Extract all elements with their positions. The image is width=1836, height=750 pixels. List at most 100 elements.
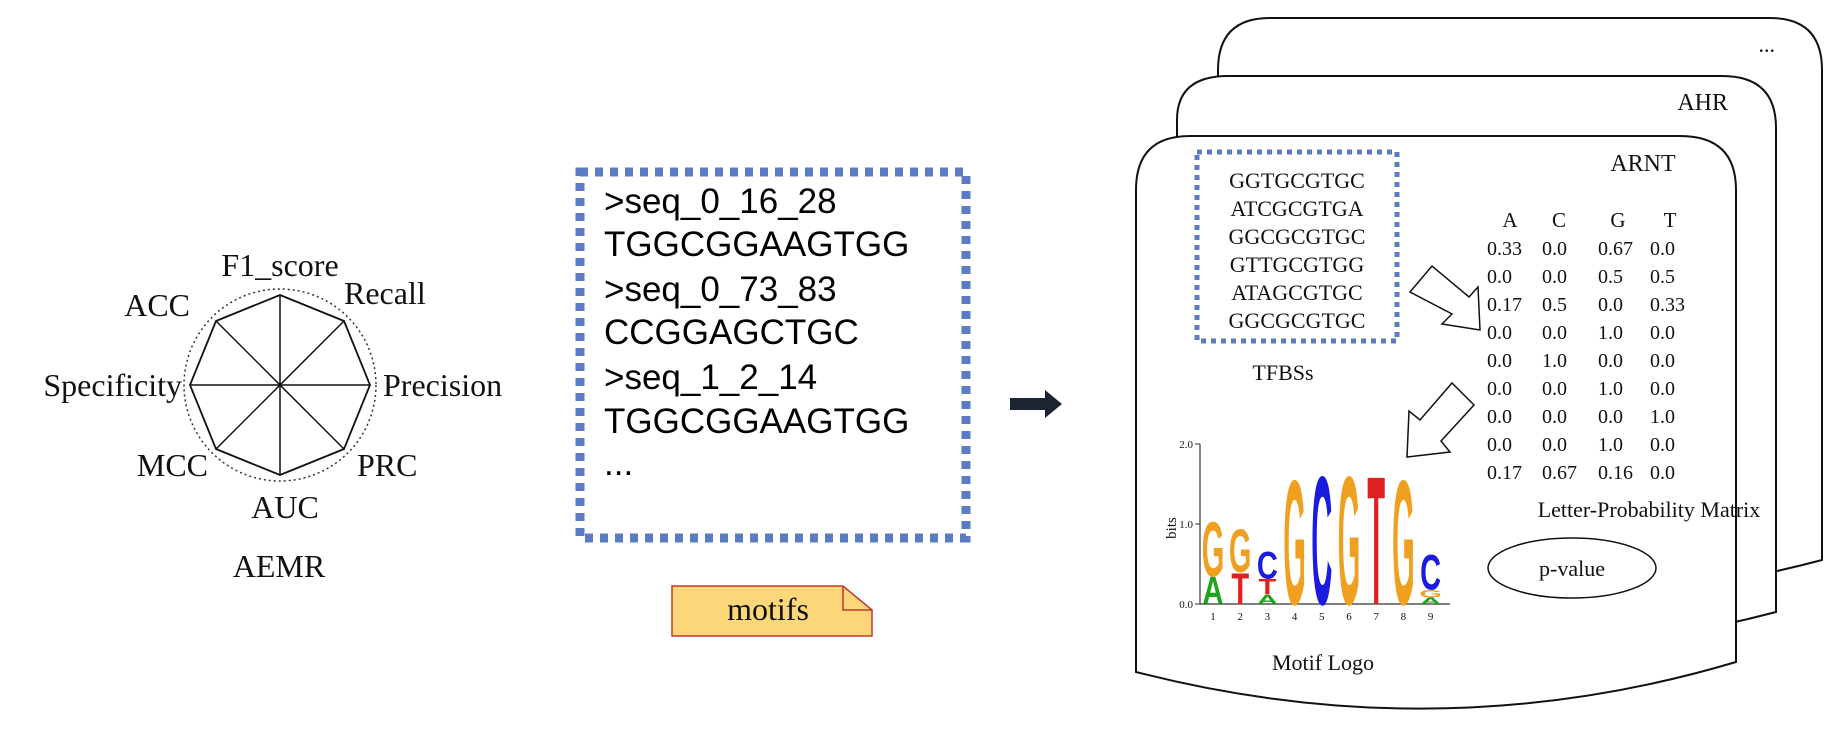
matrix-cell: 0.0 — [1650, 322, 1675, 344]
logo-x-tick-label: 7 — [1373, 611, 1379, 623]
logo-letter: T — [1259, 575, 1277, 599]
matrix-cell: 0.5 — [1542, 294, 1567, 316]
sequence-line: >seq_0_73_83 — [604, 270, 837, 309]
matrix-cell: 1.0 — [1542, 350, 1567, 372]
sequence-line: CCGGAGCTGC — [604, 313, 859, 352]
tfbs-sequence: ATCGCGTGA — [1230, 196, 1363, 221]
p-value: p-value — [1487, 537, 1657, 599]
matrix-cell: 0.5 — [1650, 266, 1675, 288]
matrix-cell: 0.0 — [1650, 238, 1675, 260]
p-value-label: p-value — [1539, 556, 1605, 581]
radar-title: AEMR — [233, 548, 326, 584]
tfbs-sequence: GTTGCGTGG — [1230, 252, 1365, 277]
matrix-cell: 0.0 — [1542, 434, 1567, 456]
matrix-cell: 0.0 — [1650, 378, 1675, 400]
matrix-cell: 0.33 — [1487, 238, 1522, 260]
tfbs-sequence: GGTGCGTGC — [1229, 168, 1365, 193]
matrix-cell: 0.0 — [1650, 434, 1675, 456]
matrix-cell: 0.17 — [1487, 294, 1522, 316]
matrix-cell: 1.0 — [1650, 406, 1675, 428]
matrix-cell: 1.0 — [1598, 322, 1623, 344]
matrix-cell: 0.0 — [1542, 322, 1567, 344]
matrix-cell: 0.0 — [1542, 266, 1567, 288]
radar-axis-label: MCC — [137, 447, 208, 483]
motifs-tag: motifs — [671, 585, 873, 637]
tfbs-box-border — [1194, 149, 1400, 344]
logo-x-tick-label: 6 — [1346, 611, 1352, 623]
matrix-cell: 0.0 — [1487, 266, 1512, 288]
matrix-header: A — [1502, 208, 1518, 232]
matrix-cell: 0.17 — [1487, 462, 1522, 484]
matrix-cell: 0.0 — [1487, 434, 1512, 456]
logo-letter: G — [1229, 518, 1252, 586]
flow-arrow-icon — [1010, 390, 1062, 418]
logo-letter: A — [1420, 596, 1441, 606]
logo-x-tick-label: 3 — [1265, 611, 1271, 623]
matrix-cell: 0.67 — [1542, 462, 1577, 484]
sequence-line: TGGCGGAAGTGG — [604, 402, 909, 441]
card-middle-label: AHR — [1677, 90, 1728, 116]
sequence-line: ... — [604, 444, 633, 483]
radar-axis-label: PRC — [357, 447, 417, 483]
radar-chart: F1_score Recall Precision PRC AUC MCC Sp… — [43, 247, 502, 584]
logo-x-tick-label: 5 — [1319, 611, 1325, 623]
matrix-cell: 0.0 — [1542, 378, 1567, 400]
logo-x-tick-label: 8 — [1401, 611, 1407, 623]
matrix-cell: 0.0 — [1487, 406, 1512, 428]
radar-axis-label: Recall — [344, 275, 426, 311]
motifs-tag-shape — [671, 585, 873, 637]
matrix-cell: 1.0 — [1598, 378, 1623, 400]
matrix-cell: 0.0 — [1598, 350, 1623, 372]
matrix-cell: 1.0 — [1598, 434, 1623, 456]
matrix-header: G — [1610, 208, 1625, 232]
tfbs-sequence: GGCGCGTGC — [1229, 308, 1366, 333]
logo-letter: T — [1367, 438, 1385, 643]
p-value-ellipse — [1487, 537, 1657, 599]
radar-dotted-circle — [183, 288, 377, 482]
logo-letter: C — [1420, 544, 1441, 600]
logo-letter: C — [1311, 438, 1332, 643]
logo-x-tick-label: 2 — [1237, 611, 1243, 623]
matrix-header: C — [1552, 208, 1566, 232]
matrix-cell: 0.0 — [1487, 378, 1512, 400]
sequence-line: >seq_1_2_14 — [604, 358, 817, 397]
card-back-label: ... — [1759, 32, 1776, 57]
radar-axis-label: ACC — [124, 287, 190, 323]
tfbs-label: TFBSs — [1252, 360, 1313, 385]
logo-letter: G — [1202, 507, 1225, 593]
matrix-cell: 0.0 — [1542, 406, 1567, 428]
motifs-tag-label: motifs — [727, 591, 809, 627]
logo-letter: A — [1257, 592, 1278, 607]
radar-axis-label: F1_score — [221, 247, 338, 283]
logo-y-tick-label: 2.0 — [1179, 439, 1193, 451]
sequence-box-border — [575, 167, 971, 543]
logo-caption: Motif Logo — [1272, 650, 1374, 675]
logo-letter: G — [1419, 587, 1442, 600]
hollow-arrow-right-icon — [1408, 264, 1481, 331]
logo-letter: C — [1257, 544, 1278, 587]
matrix-header: T — [1664, 208, 1677, 232]
matrix-cell: 0.0 — [1650, 350, 1675, 372]
radar-axis-label: Specificity — [43, 367, 182, 403]
matrix-cell: 0.0 — [1487, 322, 1512, 344]
tfbs-sequence: ATAGCGTGC — [1231, 280, 1362, 305]
tfbs-box: GGTGCGTGC ATCGCGTGA GGCGCGTGC GTTGCGTGG … — [1194, 149, 1400, 385]
matrix-cell: 0.0 — [1598, 294, 1623, 316]
logo-y-label: bits — [1164, 517, 1180, 539]
radar-spokes — [190, 295, 370, 475]
matrix-cell: 0.16 — [1598, 462, 1633, 484]
radar-axis-label: Precision — [383, 367, 502, 403]
matrix-cell: 0.67 — [1598, 238, 1633, 260]
logo-letter: G — [1283, 443, 1306, 641]
logo-letter: G — [1338, 438, 1361, 643]
matrix-cell: 0.0 — [1487, 350, 1512, 372]
card-front-label: ARNT — [1610, 151, 1676, 177]
matrix-cell: 0.33 — [1650, 294, 1685, 316]
tfbs-sequence: GGCGCGTGC — [1229, 224, 1366, 249]
radar-axis-label: AUC — [251, 489, 319, 525]
logo-letter: A — [1203, 570, 1224, 613]
matrix-cell: 0.0 — [1598, 406, 1623, 428]
